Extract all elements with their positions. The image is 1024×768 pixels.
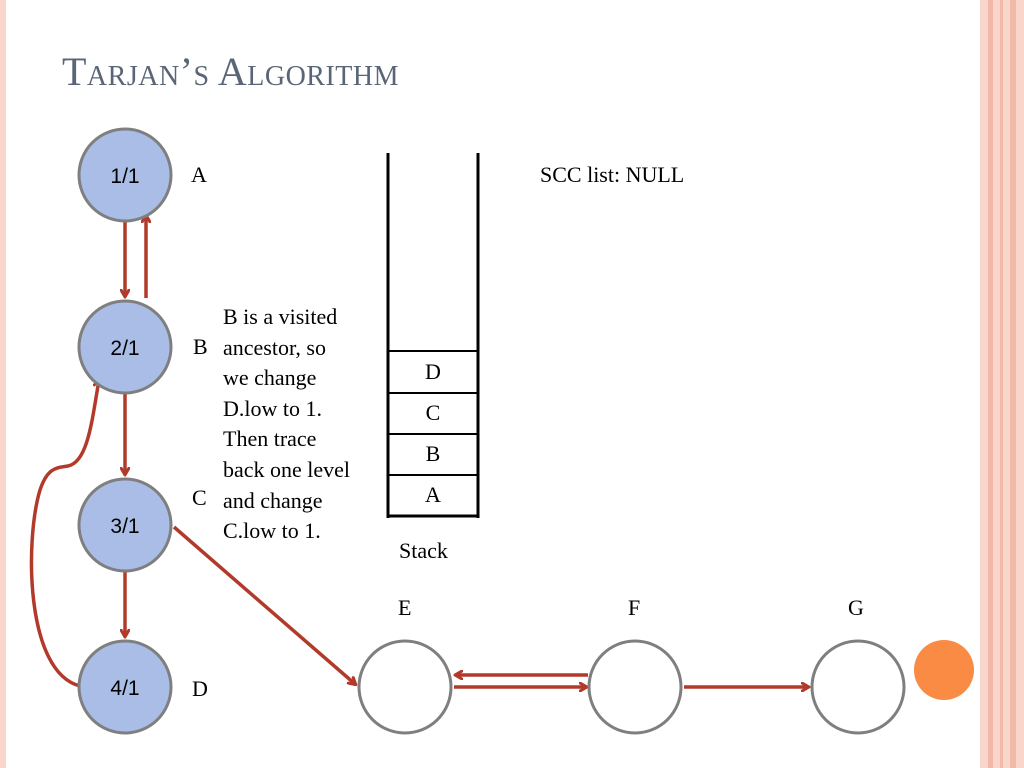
edge-c-to-e <box>172 525 355 684</box>
explanation-line: we change <box>223 365 317 391</box>
node-f <box>587 639 683 735</box>
node-c-value: 3/1 <box>110 515 139 538</box>
explanation-line: D.low to 1. <box>223 395 322 421</box>
stack-cell: D <box>425 359 441 384</box>
border-stripe <box>1010 0 1016 768</box>
border-stripe <box>988 0 993 768</box>
node-b-value: 2/1 <box>110 337 139 360</box>
stack-cell: B <box>425 441 441 466</box>
node-e <box>357 639 453 735</box>
accent-dot <box>914 640 974 700</box>
node-a-value: 1/1 <box>110 165 139 188</box>
stack-cell: A <box>425 482 441 507</box>
node-a-name: A <box>191 162 207 187</box>
node-d <box>77 639 173 735</box>
explanation-line: B is a visited <box>223 304 338 329</box>
edge-d-to-b <box>29 380 99 688</box>
slide-title: Tarjan’s Algorithm <box>62 49 400 94</box>
node-g-name: G <box>848 595 864 620</box>
explanation-line: back one level <box>223 456 351 482</box>
explanation-line: Then trace <box>223 426 317 452</box>
slide-left-border <box>0 0 6 768</box>
stack-label: Stack <box>399 538 448 563</box>
explanation-line: C.low to 1. <box>223 518 321 544</box>
node-b-name: B <box>193 334 208 359</box>
explanation-line: ancestor, so <box>223 334 326 360</box>
node-d-value: 4/1 <box>110 677 139 700</box>
border-stripe <box>1000 0 1003 768</box>
node-a <box>77 127 173 223</box>
explanation-line: and change <box>223 487 323 513</box>
node-c-name: C <box>192 485 207 510</box>
node-b <box>77 299 173 395</box>
node-g <box>810 639 906 735</box>
stack-cell: C <box>425 400 441 425</box>
node-f-name: F <box>628 595 641 620</box>
slide-right-border <box>980 0 1024 768</box>
node-d-name: D <box>192 676 208 701</box>
scc-list: SCC list: NULL <box>540 162 685 187</box>
node-c <box>77 477 173 573</box>
node-e-name: E <box>398 595 412 620</box>
explanation-text: B is a visited ancestor, so we change D.… <box>223 302 398 547</box>
